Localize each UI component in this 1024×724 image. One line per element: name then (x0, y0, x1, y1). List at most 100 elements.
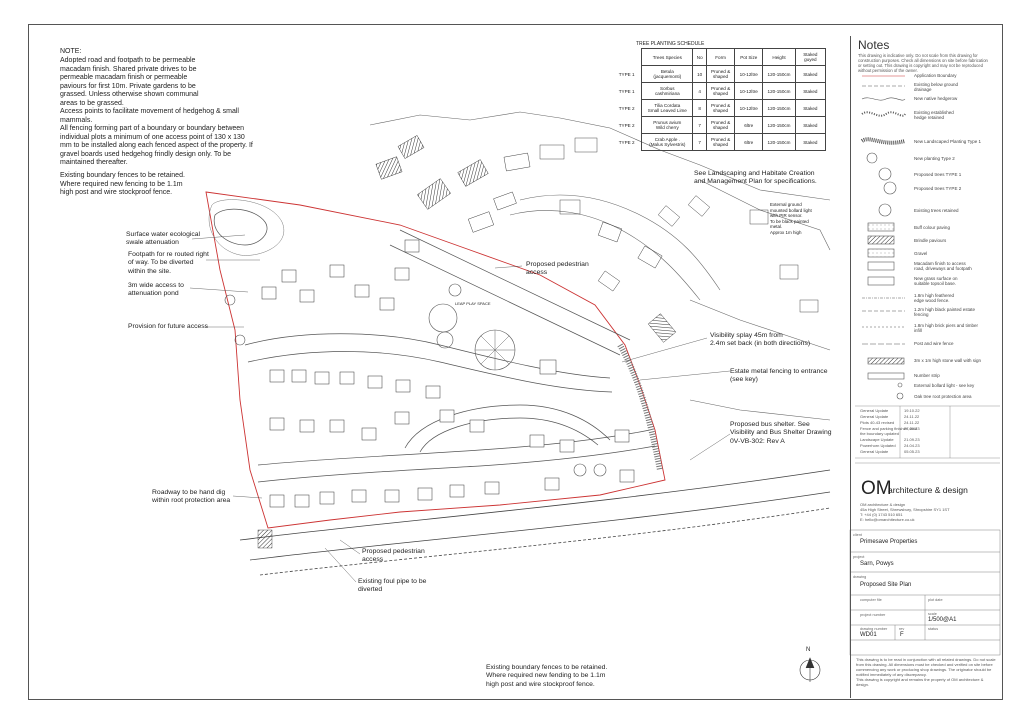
callout-swale: Surface water ecological swale attenuati… (126, 231, 201, 247)
revision-table (855, 405, 1000, 464)
client-name: Primesave Properties (860, 539, 918, 545)
legend-item: New Landscaped Planting Type 1 (914, 139, 981, 144)
revision-5: Landscape Update (860, 437, 894, 442)
revision-date: 24.04.23 (904, 443, 920, 448)
revision-7: General Update (860, 449, 889, 454)
firm-address: OM architecture & design 45a High Street… (860, 502, 950, 522)
leap-label: LEAP PLAY SPACE (455, 301, 491, 306)
revision-1: General Update (860, 408, 889, 413)
legend-item: 3m x 1m high stone wall with sign (914, 358, 982, 363)
callout-pond: 3m wide access to attenuation pond (128, 282, 184, 298)
notes-surfaces: Adopted road and footpath to be permeabl… (60, 57, 199, 107)
legend-item: Existing below ground drainage (914, 82, 959, 92)
legend-item: External bollard light - see key (914, 383, 975, 388)
revision-date: 21.09.23 (904, 437, 920, 442)
notes-boundary: Existing boundary fences to be retained.… (60, 172, 185, 196)
legend-item: Existing trees retained (914, 208, 959, 213)
table-row: TYPE 1 Betula (jacquemonti) 10 Pruned & … (612, 65, 827, 83)
callout-future-access: Provision for future access (128, 323, 209, 330)
drawing-sheet (28, 24, 1003, 700)
drawing-number-caption: drawing number (860, 627, 888, 631)
application-boundary (205, 191, 666, 529)
callout-footpath: Footpath for re routed right of way. To … (128, 251, 209, 275)
notes-title: Notes (858, 38, 890, 52)
rev-value: F (900, 632, 904, 638)
legend-item: Application Boundary (914, 73, 957, 78)
drawing-number: WD01 (860, 632, 877, 638)
legend-item: Brindle paviours (914, 238, 947, 243)
swale (213, 208, 268, 246)
callout-landscaping: See Landscaping and Habitate Creation an… (694, 170, 817, 186)
notes-heading: NOTE: (60, 48, 82, 55)
callout-bollard: External ground mounted bollard light wi… (770, 202, 812, 235)
rev-caption: rev (899, 627, 905, 631)
revision-date: 24.11.22 (904, 420, 920, 425)
revision-6: Powerhorn Updated (860, 443, 896, 448)
table-row: TYPE 2 Prunus avium Wild cherry 7 Pruned… (612, 116, 827, 134)
north-label: N (806, 647, 811, 653)
revision-3: Plots 40-43 revised (860, 420, 895, 425)
th-species: Trees Species (641, 48, 694, 66)
legend-item: 1.8m high brick piers and timber infill (914, 323, 979, 333)
leader-lines (189, 234, 731, 583)
legend-item: New grass surface on suitable topsoil ba… (914, 276, 958, 286)
callout-bus-shelter: Proposed bus shelter. See Visibility and… (730, 421, 832, 445)
notes-hedgehog: Access points to facilitate movement of … (60, 108, 253, 166)
revision-2: General Update (860, 414, 889, 419)
th-form: Form (705, 48, 736, 66)
callout-hand-dig: Roadway to be hand dig within root prote… (152, 489, 231, 505)
project-caption: project (853, 555, 865, 559)
main-road (239, 469, 831, 576)
legend-item: Number strip (914, 373, 940, 378)
legend-item: Oak tree root protection area (914, 394, 972, 399)
revision-date: 27.09.23 (904, 426, 920, 431)
existing-building (257, 529, 273, 549)
legend-item: New planting Type 2 (914, 156, 955, 161)
title-block-footer: This drawing is to be read in conjunctio… (856, 657, 996, 687)
tree-schedule-table: Trees Species No Form Pot Size Height St… (612, 48, 827, 151)
legend-swatches (860, 75, 906, 400)
legend-item: Post and wire fence (914, 341, 954, 346)
proposed-plots (261, 239, 635, 508)
revision-4: Fence and parking finishes, Add the boun… (860, 426, 917, 436)
revision-date: 05.05.23 (904, 449, 920, 454)
north-arrow-icon (799, 657, 821, 682)
status-caption: status (928, 627, 939, 631)
scale-value: 1/500@A1 (928, 617, 957, 623)
th-staked: Staked guyed (794, 48, 827, 66)
existing-house-blocks (375, 135, 819, 343)
callout-visibility: Visibility splay 45m from 2.4m set back … (710, 332, 811, 348)
table-row: TYPE 1 Sorbus cashmiriana 4 Pruned & sha… (612, 82, 827, 100)
notes-intro: This drawing is indicative only. Do not … (858, 53, 988, 73)
computer-file-caption: computer file (860, 598, 882, 602)
legend-item: Proposed trees TYPE 2 (914, 186, 962, 191)
notes-panel (850, 36, 1002, 698)
callout-pedestrian-top: Proposed pedestrian access (526, 261, 589, 277)
revision-date: 19.10.22 (904, 408, 920, 413)
om-logo: OM (861, 478, 892, 499)
revision-date: 24.11.22 (904, 414, 920, 419)
th-pot: Pot Size (734, 48, 764, 66)
callout-metal-fence: Estate metal fencing to entrance (see ke… (730, 368, 828, 384)
legend-item: Gravel (914, 251, 928, 256)
th-no: No (692, 48, 707, 66)
legend-item: 1.2m high black painted estate fencing (914, 307, 976, 317)
tree-schedule-title: TREE PLANTING SCHEDULE (636, 41, 705, 47)
drawing-caption: drawing (853, 575, 867, 579)
legend-item: New native hedgerow (914, 96, 958, 101)
estate-roads (244, 229, 656, 483)
legend-item: Existing established hedge retained (914, 110, 954, 120)
callout-foul-pipe: Existing foul pipe to be diverted (358, 578, 427, 594)
legend-item: Buff colour paving (914, 225, 950, 230)
legend-item: 1.8m high feathered edge wood fence. (914, 293, 955, 303)
legend-item: Macadam finish to access road, driveways… (914, 261, 972, 271)
callout-pedestrian-bottom: Proposed pedestrian access (362, 548, 425, 564)
callout-bottom-fence: Existing boundary fences to be retained.… (486, 664, 608, 688)
table-row: TYPE 2 Tilia Cordata Small Leaved Lime 8… (612, 99, 827, 117)
th-height: Height (762, 48, 796, 66)
project-number-caption: project number (860, 613, 886, 617)
table-row: TYPE 2 Crab Apple . (Malus Sylvestris) 7… (612, 133, 827, 151)
drawing-title: Proposed Site Plan (860, 582, 912, 588)
plot-date-caption: plot date (928, 598, 943, 602)
